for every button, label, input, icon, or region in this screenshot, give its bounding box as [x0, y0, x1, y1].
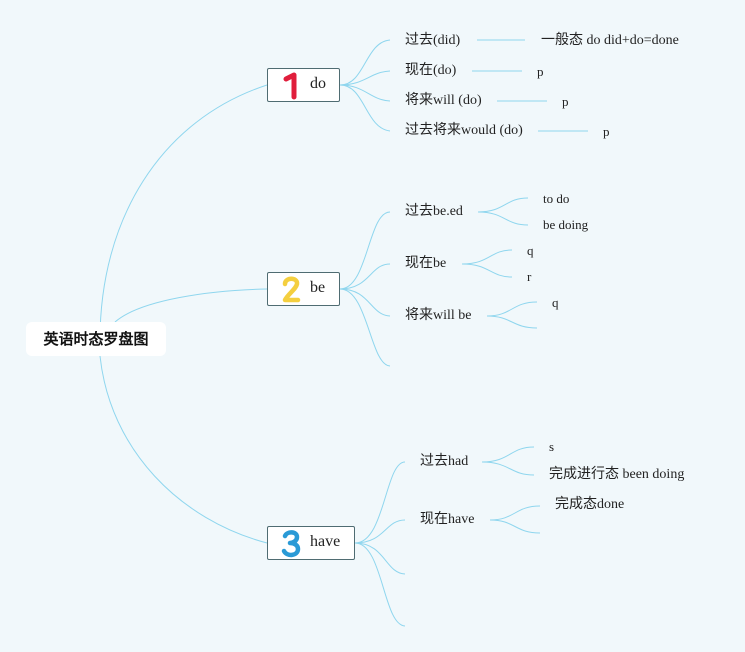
subtopic-be-future[interactable]: 将来will be	[405, 308, 472, 323]
subtopic-have-present[interactable]: 现在have	[420, 512, 475, 527]
connector-be-4	[339, 288, 391, 367]
connector-be-1	[339, 211, 391, 290]
connector-root-do	[99, 84, 268, 341]
subtopic-be-past[interactable]: 过去be.ed	[405, 204, 463, 219]
connector-be-2	[339, 263, 391, 290]
connector-have-2	[354, 519, 406, 544]
number-three-icon	[278, 527, 304, 564]
connector-be-3	[339, 288, 391, 317]
detail-do-present[interactable]: p	[537, 64, 544, 79]
detail-have-present-1[interactable]: 完成态done	[555, 497, 625, 512]
topic-label: do	[310, 75, 326, 92]
connector-be-1-b	[477, 211, 529, 226]
connector-be-3-a	[486, 301, 538, 317]
topic-label: have	[310, 533, 341, 550]
connector-do-3	[339, 84, 391, 102]
detail-be-past-2[interactable]: be doing	[543, 217, 589, 232]
connector-root-have	[99, 355, 268, 544]
detail-have-past-2[interactable]: 完成进行态 been doing	[549, 467, 685, 482]
detail-do-past-future[interactable]: p	[603, 124, 610, 139]
connector-do-1	[339, 39, 391, 86]
connector-be-2-a	[461, 249, 513, 265]
topic-be[interactable]: be	[267, 272, 340, 306]
connector-have-2-b	[489, 519, 541, 534]
detail-be-past-1[interactable]: to do	[543, 191, 570, 206]
root-topic[interactable]: 英语时态罗盘图	[26, 322, 166, 356]
subtopic-do-future[interactable]: 将来will (do)	[405, 93, 482, 108]
subtopic-do-past-future[interactable]: 过去将来would (do)	[405, 123, 523, 138]
connector-have-4	[354, 542, 406, 627]
connector-be-3-b	[486, 315, 538, 329]
topic-have[interactable]: have	[267, 526, 355, 560]
connector-have-2-a	[489, 505, 541, 521]
detail-have-past-1[interactable]: s	[549, 439, 555, 454]
detail-be-present-2[interactable]: r	[527, 269, 532, 284]
connector-root-be	[114, 288, 268, 323]
connector-have-1-b	[481, 461, 535, 476]
detail-do-future[interactable]: p	[562, 94, 569, 109]
connector-do-4	[339, 84, 391, 132]
connector-have-3	[354, 542, 406, 575]
topic-label: be	[310, 279, 326, 296]
connector-have-1	[354, 461, 406, 544]
detail-be-present-1[interactable]: q	[527, 243, 534, 258]
connector-do-2	[339, 70, 391, 86]
connector-be-2-b	[461, 263, 513, 278]
subtopic-be-present[interactable]: 现在be	[405, 256, 447, 271]
connector-be-1-a	[477, 197, 529, 213]
detail-be-future-1[interactable]: q	[552, 295, 559, 310]
subtopic-do-present[interactable]: 现在(do)	[405, 63, 457, 78]
subtopic-have-past[interactable]: 过去had	[420, 454, 469, 469]
number-two-icon	[278, 273, 304, 310]
number-one-icon	[278, 69, 304, 106]
subtopic-do-past[interactable]: 过去(did)	[405, 33, 461, 48]
detail-do-past[interactable]: 一般态 do did+do=done	[541, 33, 679, 48]
topic-do[interactable]: do	[267, 68, 340, 102]
connector-have-1-a	[481, 446, 535, 463]
